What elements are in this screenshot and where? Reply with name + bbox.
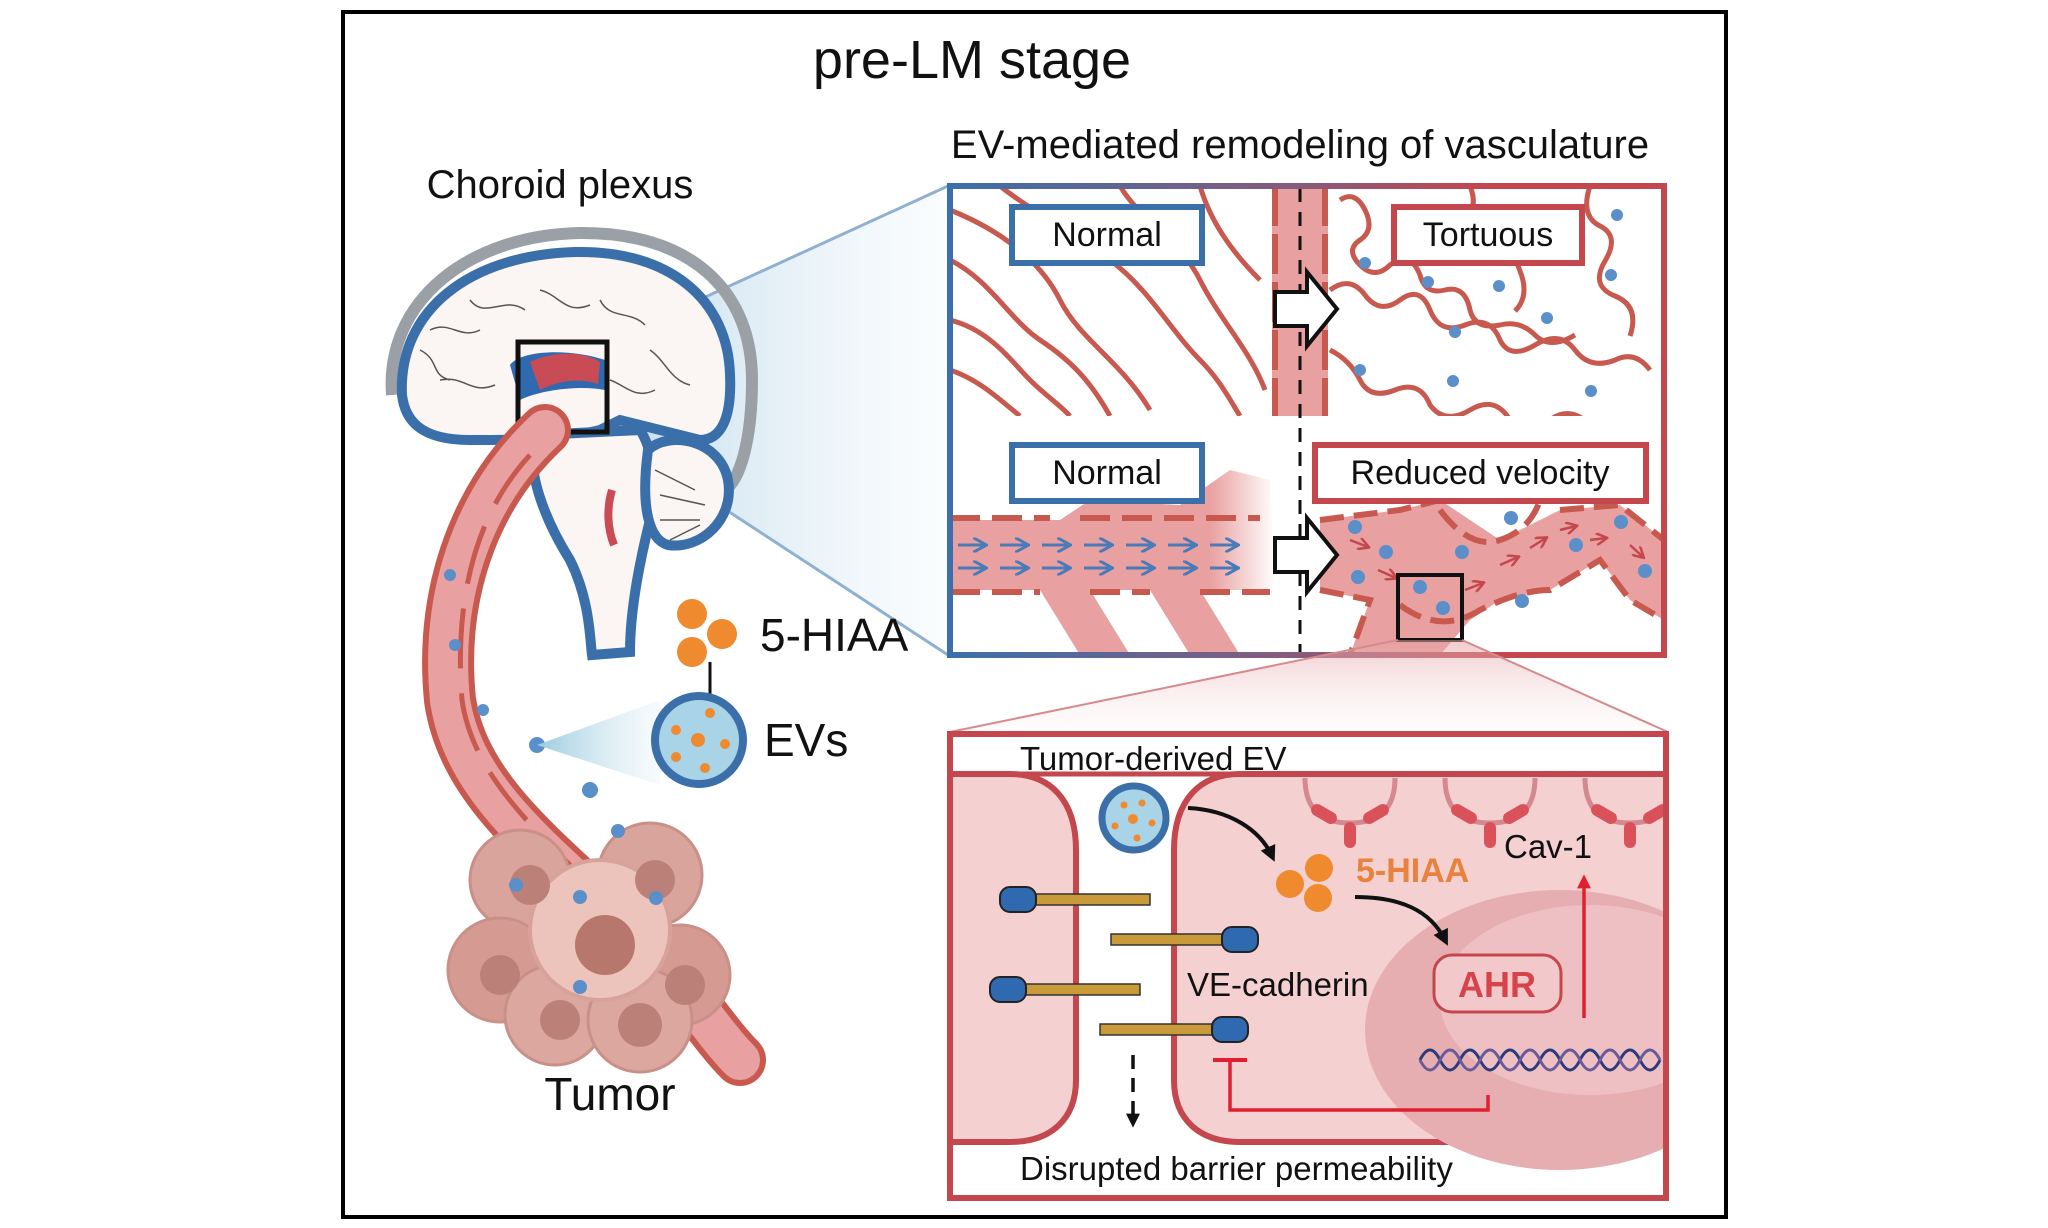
caveolae [1302, 777, 1666, 848]
ev-label: EVs [764, 714, 848, 766]
left-endothelial-cell [950, 771, 1079, 1145]
uptake-arrow [1187, 806, 1276, 862]
tumor-derived-ev-label: Tumor-derived EV [1020, 740, 1287, 777]
metabolite-label: 5-HIAA [760, 609, 909, 661]
cerebellum-folia [654, 469, 706, 541]
choroid-plexus-label: Choroid plexus [427, 163, 694, 207]
transition-arrow-icon [1273, 512, 1340, 598]
normal-label-box-bottom [1009, 442, 1205, 504]
tumor-illustration [446, 821, 732, 1074]
metabolite-cluster-cell [1276, 854, 1333, 912]
mechanism-zoom-cone [950, 640, 1668, 732]
outcome-label: Disrupted barrier permeability [1020, 1150, 1453, 1187]
reduced-velocity-label: Reduced velocity [1351, 454, 1610, 492]
section-title: EV-mediated remodeling of vasculature [951, 123, 1649, 167]
figure-title: pre-LM stage [813, 30, 1131, 90]
normal-label-bottom: Normal [1052, 454, 1162, 492]
ve-cadherin-label: VE-cadherin [1187, 966, 1369, 1003]
tortuous-label-box [1391, 204, 1585, 266]
slow-flow-arrows [1349, 526, 1643, 590]
tumor-derived-ev-icon [1098, 782, 1170, 854]
tortuous-label: Tortuous [1423, 216, 1553, 254]
mechanism-panel-border [947, 731, 1669, 1201]
metabolite-cluster [677, 599, 737, 667]
zoom-cone-edge [949, 639, 1399, 733]
choroid-plexus [530, 353, 600, 390]
metabolite-label-cell: 5-HIAA [1356, 852, 1469, 890]
mechanism-panel [947, 731, 1669, 1201]
reduced-velocity-label-box [1312, 442, 1649, 504]
ahr-label: AHR [1458, 964, 1536, 1005]
zoom-cone-edge [1461, 639, 1669, 733]
fourth-ventricle-plexus [604, 488, 618, 547]
tumor-label: Tumor [544, 1068, 675, 1120]
skull-outline [385, 226, 759, 495]
brain-illustration [385, 226, 759, 661]
ve-cadherin-junctions [989, 886, 1259, 1043]
fast-flow-arrows [958, 545, 1237, 568]
normal-label-box-top [1009, 204, 1205, 266]
activation-arrow [1354, 895, 1448, 946]
ev-particle [651, 692, 747, 788]
brain-gyri [419, 289, 691, 395]
ev-zoom-cone [537, 700, 660, 785]
cav1-label: Cav-1 [1504, 828, 1592, 865]
cerebellum [640, 435, 734, 551]
ahr-box [1432, 953, 1563, 1014]
transition-arrow-icon [1273, 266, 1340, 352]
normal-label-top: Normal [1052, 216, 1162, 254]
inhibition-line [1228, 1060, 1490, 1112]
